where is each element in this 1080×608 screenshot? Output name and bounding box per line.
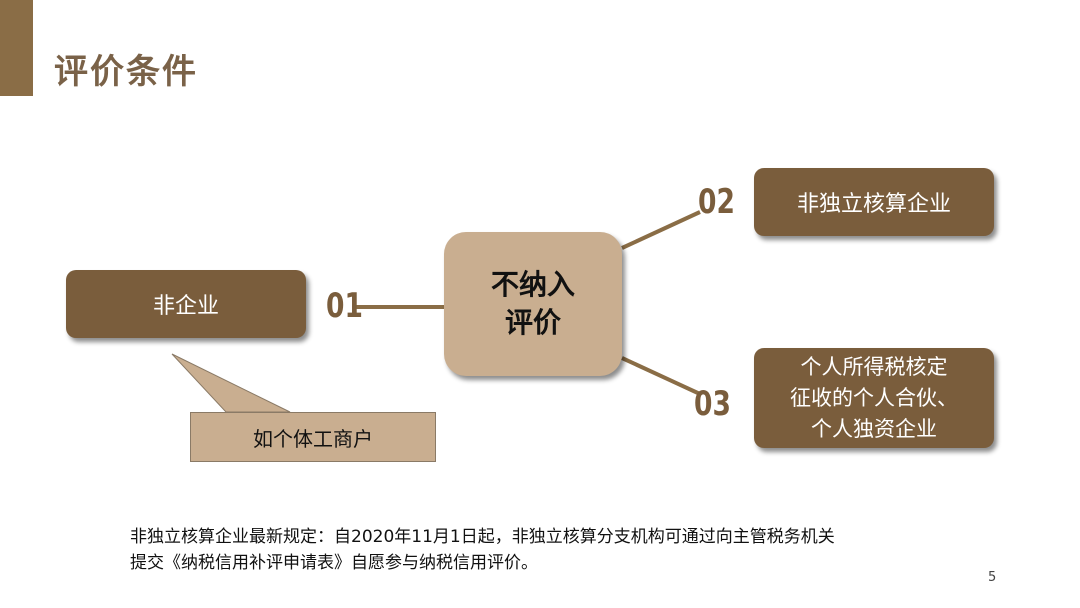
callout-pointer [171,353,291,413]
branch-02-number: 02 [698,182,735,222]
branch-01-box: 非企业 [66,270,306,338]
page-number: 5 [988,570,997,585]
connector-03 [621,356,701,396]
center-node: 不纳入 评价 [444,232,622,376]
footnote-line2: 提交《纳税信用补评申请表》自愿参与纳税信用评价。 [130,553,538,573]
branch-02-box: 非独立核算企业 [754,168,994,236]
title-accent-bar [0,0,33,96]
connector-02 [621,210,701,250]
branch-03-line1: 个人所得税核定 [800,354,948,379]
center-node-line2: 评价 [504,306,561,339]
branch-01-number: 01 [326,286,363,326]
callout-box: 如个体工商户 [190,412,436,462]
branch-02-label: 非独立核算企业 [796,192,951,217]
footnote-line1: 非独立核算企业最新规定：自2020年11月1日起，非独立核算分支机构可通过向主管… [130,527,835,547]
branch-03-box: 个人所得税核定 征收的个人合伙、 个人独资企业 [754,348,994,448]
slide-title: 评价条件 [54,52,198,92]
center-node-line1: 不纳入 [490,268,575,301]
branch-01-label: 非企业 [152,294,219,319]
footnote: 非独立核算企业最新规定：自2020年11月1日起，非独立核算分支机构可通过向主管… [130,524,990,576]
branch-03-number: 03 [694,384,731,424]
callout-text: 如个体工商户 [253,426,373,451]
branch-03-line2: 征收的个人合伙、 [790,385,958,410]
branch-03-line3: 个人独资企业 [811,416,937,441]
